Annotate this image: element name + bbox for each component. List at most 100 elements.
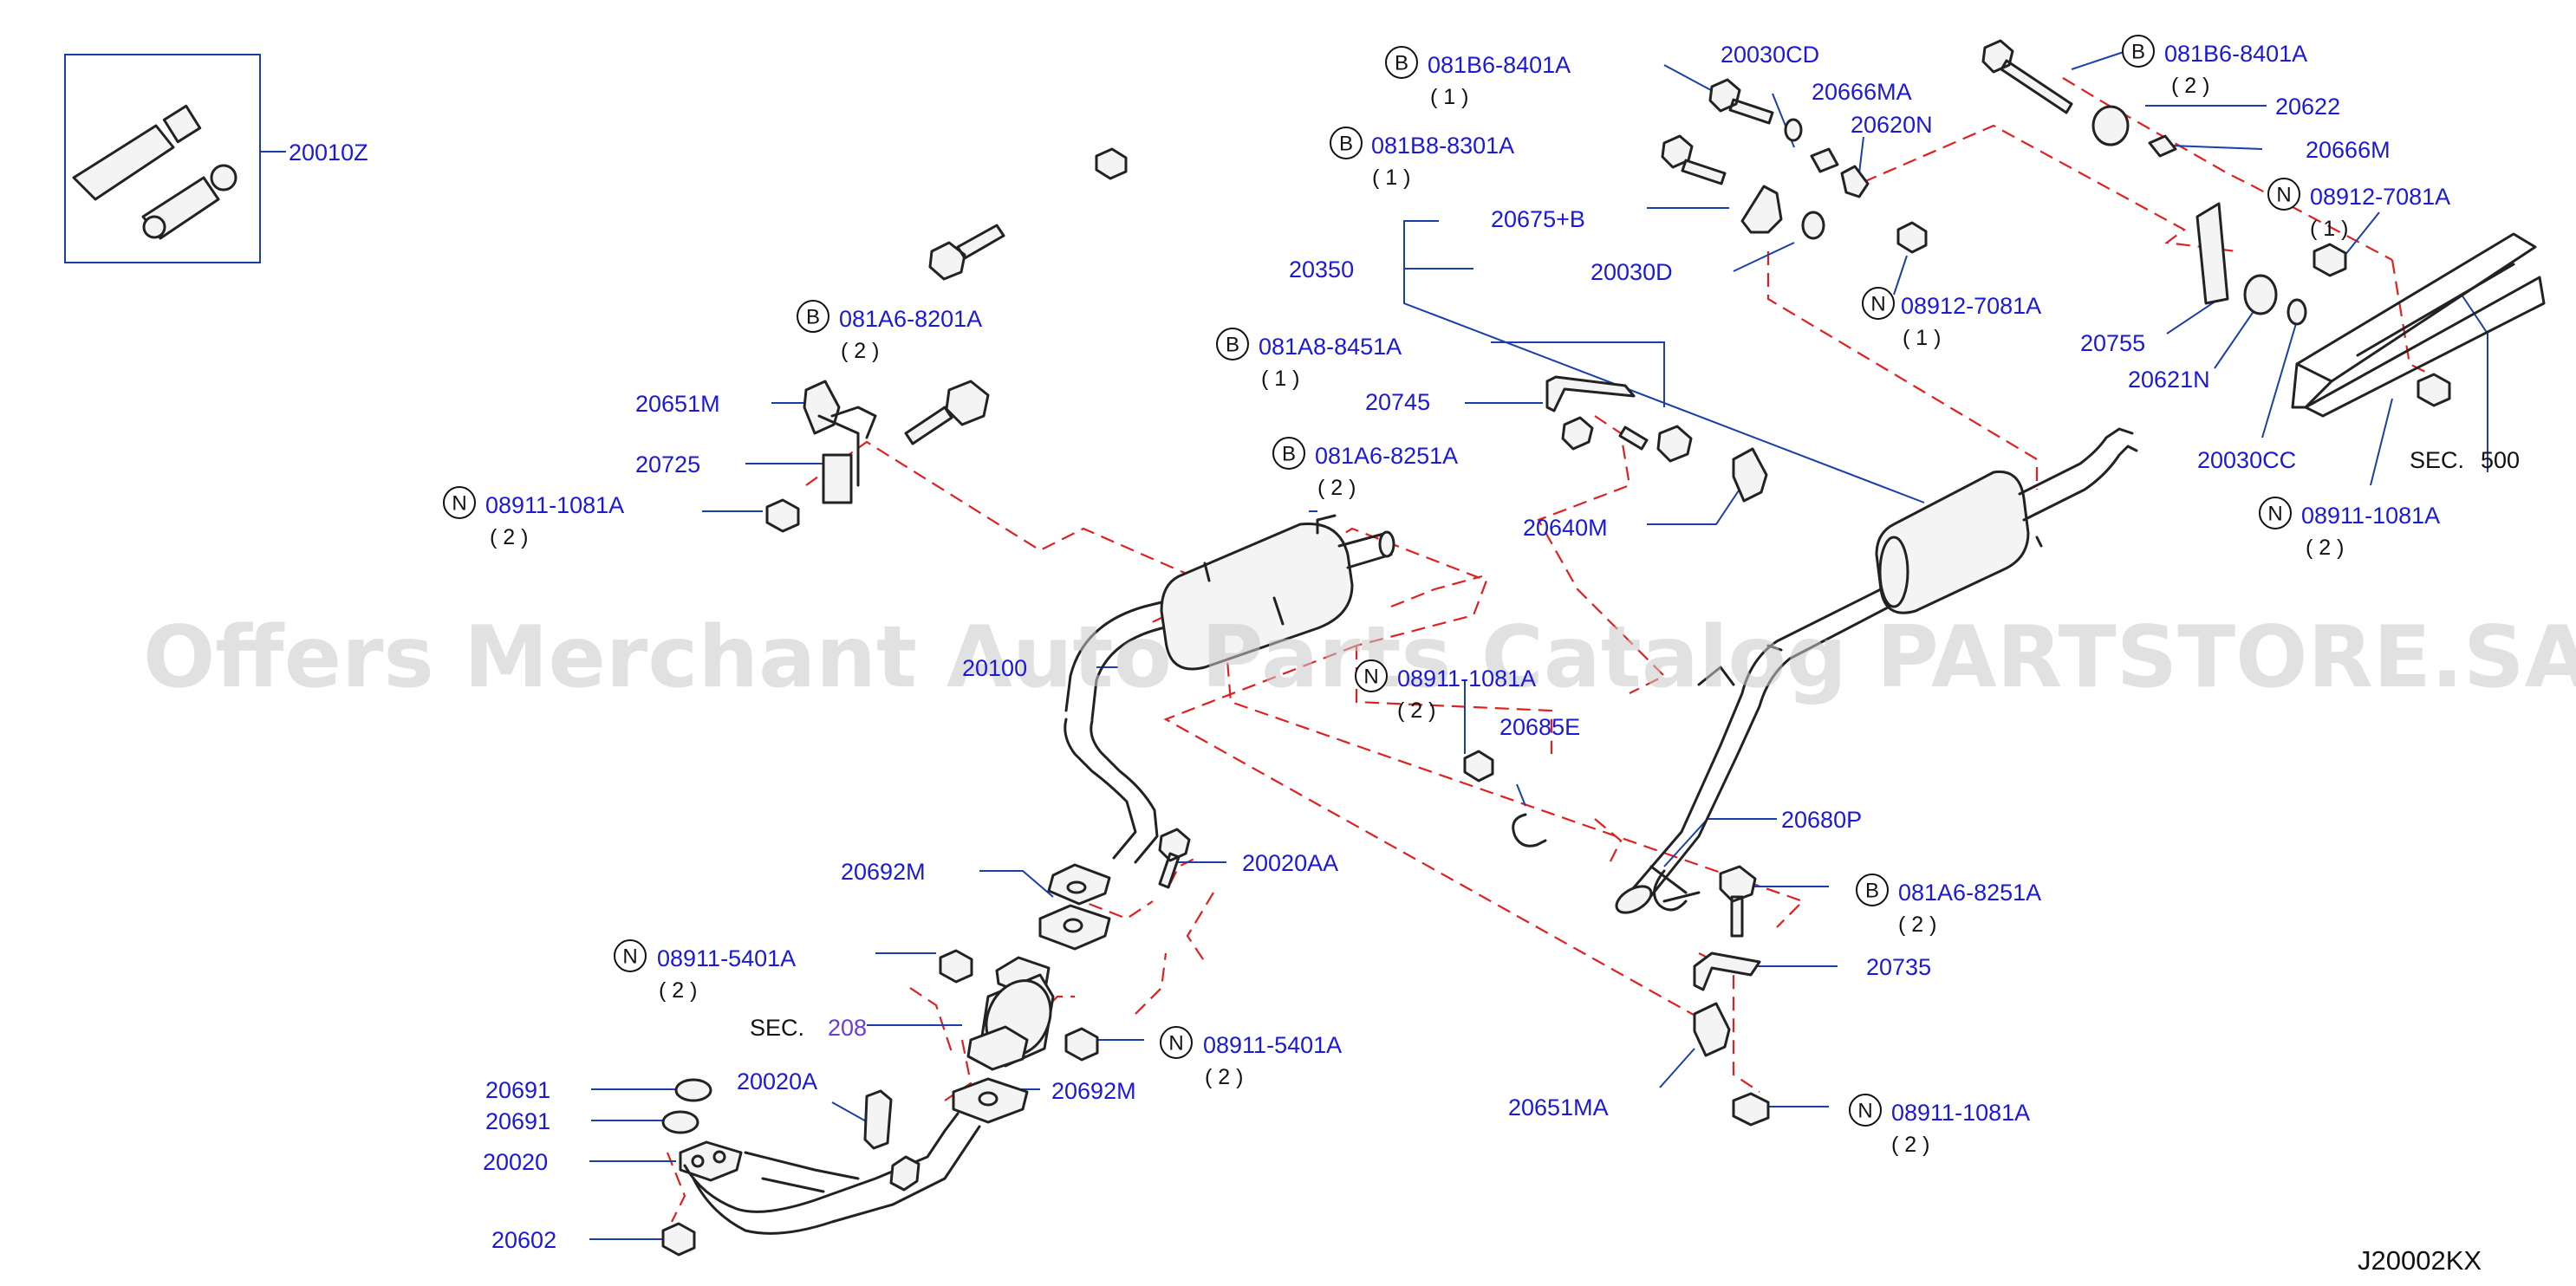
quantity-081b6-8401a-right: ( 2 ) [2171,74,2209,98]
part-label-20691-a[interactable]: 20691 [485,1077,550,1103]
part-label-20685e[interactable]: 20685E [1499,714,1580,740]
stud-bolt-icon [1158,828,1191,889]
bolt-badge: B [1856,874,1889,906]
part-label-20030cd[interactable]: 20030CD [1721,42,1819,68]
part-label-20680p[interactable]: 20680P [1781,807,1862,833]
part-label-081b8-8301a[interactable]: 081B8-8301A [1371,133,1514,159]
part-label-20651ma[interactable]: 20651MA [1508,1094,1609,1120]
part-label-081a6-8251a-right[interactable]: 081A6-8251A [1898,880,2041,906]
nut-badge: N [614,939,647,972]
nut-icon [1095,147,1128,180]
part-label-081a8-8451a[interactable]: 081A8-8451A [1259,334,1402,360]
nut-badge: N [1160,1026,1193,1059]
bolt-icon [1981,39,2073,114]
part-label-08911-1081a-mid[interactable]: 08911-1081A [1397,666,1536,692]
clamp-icon [1512,813,1547,848]
part-label-20020[interactable]: 20020 [483,1149,548,1175]
part-label-20030d[interactable]: 20030D [1590,259,1673,285]
part-label-081a6-8251a-center[interactable]: 081A6-8251A [1315,443,1458,469]
part-label-08911-5401a-left[interactable]: 08911-5401A [657,945,796,971]
nut-badge: N [1849,1094,1882,1127]
bolt-icon [1618,425,1693,463]
part-label-20745[interactable]: 20745 [1365,389,1430,415]
part-label-20725[interactable]: 20725 [635,451,700,477]
section-ref-208-link[interactable]: 208 [828,1015,867,1041]
part-label-20621n[interactable]: 20621N [2128,367,2210,393]
badges: B N B B N B N N N B B N B N N [443,35,2300,1127]
svg-text:N: N [1363,666,1378,689]
part-label-08912-7081a-right[interactable]: 08912-7081A [2310,184,2450,210]
part-label-08911-1081a-bottom-right[interactable]: 08911-1081A [1891,1100,2030,1126]
diagram-code: J20002KX [2358,1245,2482,1276]
gasket-icon [661,1110,699,1134]
quantity-08912-7081a-center: ( 1 ) [1903,326,1941,350]
part-label-08911-1081a-left[interactable]: 08911-1081A [485,492,624,518]
part-label-20020a[interactable]: 20020A [737,1068,817,1094]
nut-icon [1896,221,1928,254]
part-label-08911-5401a-right[interactable]: 08911-5401A [1203,1032,1342,1058]
svg-text:B: B [1226,334,1239,357]
svg-text:N: N [2267,503,2282,526]
part-label-08912-7081a-center[interactable]: 08912-7081A [1901,293,2041,319]
part-label-20010z[interactable]: 20010Z [289,140,368,166]
part-label-20735[interactable]: 20735 [1866,954,1931,980]
body-frame-icon [2291,232,2546,418]
svg-text:B: B [1339,133,1353,156]
bracket-icon [1693,952,1761,991]
bolt-icon [1561,416,1594,451]
part-label-20100[interactable]: 20100 [962,655,1027,681]
bolt-badge: B [1216,328,1249,360]
mounting-bracket-icon [822,453,853,504]
sealant-tube-icon [72,104,237,240]
part-label-20350[interactable]: 20350 [1289,257,1354,283]
part-label-20640m[interactable]: 20640M [1523,515,1608,541]
quantity-081a8-8451a: ( 1 ) [1261,367,1299,391]
part-label-20692m-lower[interactable]: 20692M [1051,1078,1136,1104]
main-muffler-icon [1615,427,2138,914]
sealant-kit-box [64,54,261,263]
part-label-081b6-8401a-top[interactable]: 081B6-8401A [1428,52,1571,78]
nut-badge: N [2259,497,2292,529]
part-label-20666ma[interactable]: 20666MA [1812,79,1912,105]
nut-icon [2313,243,2347,277]
part-label-081a6-8201a[interactable]: 081A6-8201A [839,306,982,332]
washer-icon [2287,298,2307,326]
part-label-20651m[interactable]: 20651M [635,391,720,417]
washer-icon [1784,118,1803,142]
part-label-20691-b[interactable]: 20691 [485,1108,550,1134]
svg-text:N: N [1857,1100,1872,1123]
part-label-08911-1081a-right[interactable]: 08911-1081A [2301,503,2440,529]
part-label-20666m[interactable]: 20666M [2306,137,2391,163]
center-muffler-icon [1064,514,1395,864]
part-label-081b6-8401a-right[interactable]: 081B6-8401A [2164,41,2307,67]
part-label-20020aa[interactable]: 20020AA [1242,850,1338,876]
sleeve-icon [2148,134,2177,158]
bolt-icon [1661,134,1727,185]
section-ref-label: SEC. [750,1015,804,1041]
part-label-20692m-upper[interactable]: 20692M [841,859,926,885]
bolt-icon [1719,865,1757,938]
section-ref-label: SEC. [2410,447,2464,473]
svg-text:N: N [2276,184,2291,207]
quantity-08911-1081a-mid: ( 2 ) [1397,698,1435,723]
quantity-08911-1081a-bottom-right: ( 2 ) [1891,1133,1929,1157]
bolt-badge: B [2122,35,2155,68]
quantity-081b6-8401a-top: ( 1 ) [1430,85,1468,109]
gasket-icon [674,1078,712,1102]
stud-bolt-icon [863,1089,893,1150]
part-label-20602[interactable]: 20602 [491,1227,556,1253]
section-ref-500-link[interactable]: 500 [2481,447,2520,473]
front-pipe-icon [661,828,1191,1257]
leader-lines [260,51,2488,1240]
part-label-20030cc[interactable]: 20030CC [2197,447,2296,473]
nut-badge: N [2267,178,2300,211]
part-label-20675b[interactable]: 20675+B [1491,206,1585,232]
part-label-20622[interactable]: 20622 [2275,94,2340,120]
part-label-20755[interactable]: 20755 [2080,330,2145,356]
bracket-icon [1545,375,1636,412]
bolt-icon [928,224,1005,281]
nut-icon [1732,1092,1770,1127]
quantity-081a6-8251a-center: ( 2 ) [1317,476,1356,500]
part-label-20620n[interactable]: 20620N [1851,112,1933,138]
